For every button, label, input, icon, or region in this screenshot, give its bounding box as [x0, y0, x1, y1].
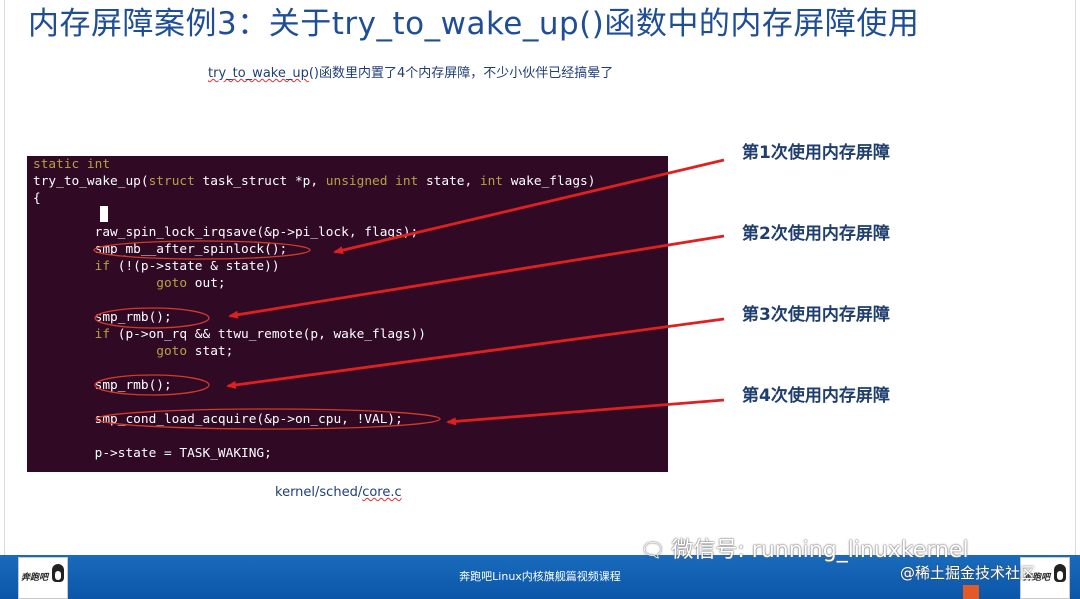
penguin-icon: [52, 564, 64, 582]
slide-title: 内存屏障案例3：关于try_to_wake_up()函数中的内存屏障使用: [28, 6, 920, 42]
penguin-icon: [1054, 564, 1066, 582]
annotation-label-1: 第1次使用内存屏障: [742, 143, 890, 163]
code-line-10: smp_rmb();: [33, 310, 172, 325]
logo-left: 奔跑吧: [18, 557, 68, 599]
watermark-text: 微信号: running_linuxkernel: [671, 538, 969, 563]
code-line-3: {: [33, 191, 41, 206]
code-line-18: p->state = TASK_WAKING;: [33, 446, 272, 461]
juejin-watermark: @稀土掘金技术社区: [900, 564, 1036, 582]
code-line-2: try_to_wake_up(struct task_struct *p, un…: [33, 174, 596, 189]
subtitle-function-name: try_to_wake_up: [208, 66, 309, 81]
code-line-8: goto out;: [33, 276, 226, 291]
code-line-6: smp_mb__after_spinlock();: [33, 242, 288, 257]
code-line-11: if (p->on_rq && ttwu_remote(p, wake_flag…: [33, 327, 426, 342]
footer-bar: [0, 555, 1080, 599]
source-caption: kernel/sched/core.c: [275, 485, 402, 500]
logo-text: 奔跑吧: [21, 573, 49, 583]
text-cursor: [100, 206, 108, 222]
subtitle-text: ()函数里内置了4个内存屏障，不少小伙伴已经搞晕了: [308, 66, 614, 81]
annotation-label-2: 第2次使用内存屏障: [742, 224, 890, 244]
footer-text: 奔跑吧Linux内核旗舰篇视频课程: [459, 570, 621, 583]
code-line-1: static int: [33, 157, 111, 172]
logo-text: 奔跑吧: [1023, 573, 1051, 583]
slide-edge-left: [4, 0, 5, 555]
code-line-14: smp_rmb();: [33, 378, 172, 393]
logo-right: 奔跑吧: [1020, 557, 1070, 599]
caption-file: core.c: [362, 485, 402, 500]
code-line-7: if (!(p->state & state)): [33, 259, 280, 274]
slide-edge-right: [1075, 0, 1076, 555]
caption-path: kernel/sched/: [275, 485, 363, 500]
code-line-5: raw_spin_lock_irqsave(&p->pi_lock, flags…: [33, 225, 419, 240]
code-screenshot: static int try_to_wake_up(struct task_st…: [27, 156, 668, 472]
wechat-watermark: 🗨微信号: running_linuxkernel: [640, 532, 969, 564]
annotation-label-4: 第4次使用内存屏障: [742, 386, 890, 406]
ppt-icon: [963, 585, 979, 599]
code-line-16: smp_cond_load_acquire(&p->on_cpu, !VAL);: [33, 412, 403, 427]
code-line-12: goto stat;: [33, 344, 234, 359]
annotation-label-3: 第3次使用内存屏障: [742, 305, 890, 325]
slide-subtitle: try_to_wake_up()函数里内置了4个内存屏障，不少小伙伴已经搞晕了: [208, 62, 613, 81]
wechat-icon: 🗨: [640, 538, 666, 562]
